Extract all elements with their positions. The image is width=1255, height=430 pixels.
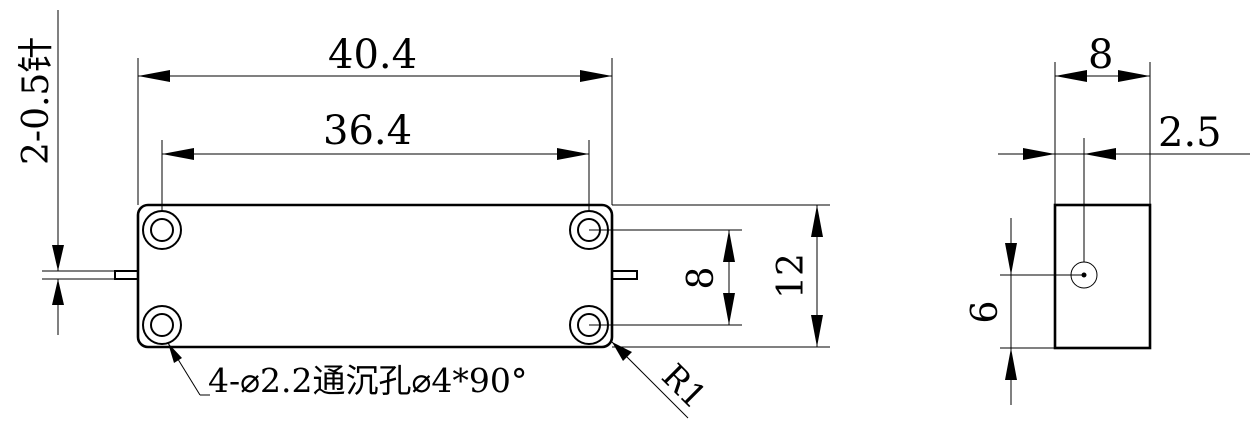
dim-text-hole-spacing-length: 36.4 xyxy=(323,108,412,154)
front-view: 40.4 36.4 8 12 xyxy=(16,10,830,419)
side-body-outline xyxy=(1053,203,1152,350)
dimension-overall-length: 40.4 xyxy=(137,32,613,205)
note-pin-count: 2-0.5针 xyxy=(16,37,57,165)
dim-text-hole-spacing-width: 8 xyxy=(681,267,722,290)
dimension-hole-spacing-width: 8 xyxy=(589,229,742,326)
dim-text-overall-width: 12 xyxy=(771,253,812,299)
dimension-pin-thickness: 2-0.5针 xyxy=(16,10,115,335)
side-view: 8 2.5 6 xyxy=(965,32,1250,405)
left-pin xyxy=(114,270,139,280)
hole-callout: 4-⌀2.2通沉孔⌀4*90° xyxy=(167,342,527,400)
right-pin xyxy=(611,270,638,280)
note-hole-spec: 4-⌀2.2通沉孔⌀4*90° xyxy=(208,361,527,400)
dim-text-pin-height: 6 xyxy=(965,301,1006,324)
radius-callout: R1 xyxy=(611,341,714,419)
dimension-overall-width: 12 xyxy=(612,204,830,348)
dimension-pin-offset: 2.5 xyxy=(998,110,1250,262)
mounting-hole-top-left xyxy=(142,210,182,250)
note-corner-radius: R1 xyxy=(654,356,714,416)
dim-text-side-width: 8 xyxy=(1088,32,1113,78)
dimension-hole-spacing-length: 36.4 xyxy=(161,108,590,212)
dimension-side-width: 8 xyxy=(1054,32,1151,205)
dimension-pin-height: 6 xyxy=(965,218,1084,405)
dim-text-overall-length: 40.4 xyxy=(328,32,417,78)
body-outline xyxy=(136,203,614,349)
dim-text-pin-offset: 2.5 xyxy=(1158,110,1222,156)
mounting-hole-bottom-left xyxy=(142,305,182,345)
